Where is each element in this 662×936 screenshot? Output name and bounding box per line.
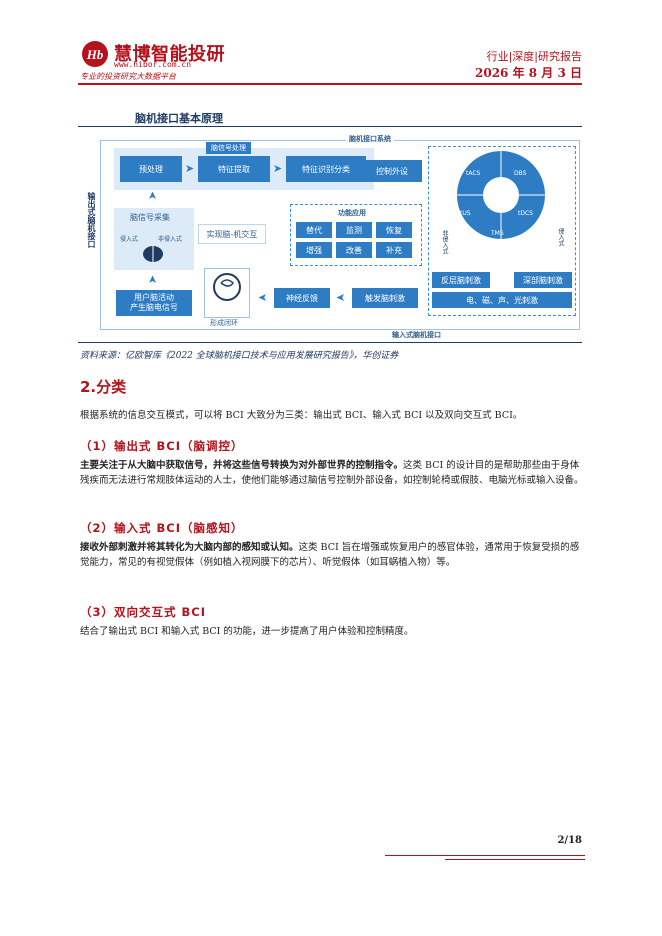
input-bci-label: 输入式脑机接口: [392, 331, 441, 339]
func-item: 恢复: [376, 222, 412, 238]
figure-source: 资料来源：亿欧智库《2022 全球脑机接口技术与应用发展研究报告》，华创证券: [80, 351, 399, 361]
stimulation-methods-wheel: [456, 150, 546, 240]
arrow-up-icon: ➤: [146, 190, 160, 201]
noninvasive-vertical-label: 非侵入式: [441, 230, 448, 254]
system-label: 脑机接口系统: [346, 134, 394, 144]
invasive-vertical-label: 侵入式: [557, 228, 564, 246]
arrow-right-icon: ➤: [273, 162, 283, 175]
neural-feedback-box: 神经反馈: [274, 288, 330, 308]
shallow-stimulation-box: 反层脑刺激: [432, 272, 490, 288]
preprocess-box: 预处理: [120, 156, 182, 182]
func-item: 监测: [336, 222, 372, 238]
footer-rule: [385, 855, 585, 856]
func-app-label: 功能应用: [338, 209, 366, 217]
header-divider: [78, 83, 582, 85]
signal-processing-label: 脑信号处理: [206, 142, 251, 154]
section-title: 2.分类: [80, 378, 127, 396]
logo-title: 慧博智能投研: [114, 44, 225, 65]
figure-top-rule: [78, 126, 582, 127]
feature-extract-box: 特征提取: [198, 156, 270, 182]
bci-principle-diagram: 输出式脑机接口 脑机接口系统 脑信号处理 预处理 ➤ 特征提取 ➤ 特征识别分类…: [86, 132, 580, 340]
feature-classify-box: 特征识别分类: [286, 156, 366, 182]
closed-loop-label: 形成闭环: [210, 319, 238, 327]
subsection-bidirectional-paragraph: 结合了输出式 BCI 和输入式 BCI 的功能，进一步提高了用户体验和控制精度。: [80, 626, 414, 637]
signal-collect-label: 脑信号采集: [130, 213, 170, 222]
subsection-output-title: （1）输出式 BCI（脑调控）: [80, 439, 244, 453]
control-device-box: 控制外设: [362, 160, 422, 182]
arrow-right-icon: ➤: [185, 162, 195, 175]
subsection-input-title: （2）输入式 BCI（脑感知）: [80, 521, 244, 535]
func-item: 增强: [296, 242, 332, 258]
paragraph-text: 这类 BCI 的设计目的是帮助那些由于身体残疾而无法进行常规肢体运动的人士，使他…: [80, 460, 584, 486]
intro-paragraph: 根据系统的信息交互模式，可以将 BCI 大致分为三类：输出式 BCI、输入式 B…: [80, 410, 523, 421]
closed-loop-panel: [204, 268, 250, 318]
subsection-bidirectional-title: （3）双向交互式 BCI: [80, 605, 206, 619]
bold-lead: 主要关注于从大脑中获取信号，并将这些信号转换为对外部世界的控制指令。: [80, 460, 404, 471]
hibor-logo-icon: Hb: [80, 40, 110, 68]
svg-text:Hb: Hb: [86, 47, 104, 62]
logo-slogan: 专业的投资研究大数据平台: [80, 72, 176, 81]
wheel-item: tDCS: [518, 210, 533, 217]
subsection-output-paragraph: 主要关注于从大脑中获取信号，并将这些信号转换为对外部世界的控制指令。这类 BCI…: [80, 458, 584, 488]
report-category: 行业|深度|研究报告: [486, 50, 582, 63]
figure-bottom-rule: [78, 342, 582, 343]
footer-rule: [445, 859, 585, 860]
input-bci-panel: [428, 146, 576, 316]
wheel-item: tACS: [466, 170, 481, 177]
figure-title: 脑机接口基本原理: [135, 112, 223, 125]
wheel-item: tUS: [460, 210, 471, 217]
deep-stimulation-box: 深部脑刺激: [514, 272, 572, 288]
bold-lead: 接收外部刺激并将其转化为大脑内部的感知或认知。: [80, 542, 299, 553]
user-activity-box: 用户脑活动 产生脑电信号: [116, 290, 192, 316]
arrow-left-icon: ➤: [258, 291, 268, 304]
logo-url[interactable]: www.hibor.com.cn: [114, 60, 192, 69]
physical-stimulation-box: 电、磁、声、光刺激: [432, 292, 572, 308]
stimulation-box: 触发脑刺激: [352, 288, 418, 308]
brain-interact-box: 实现脑-机交互: [198, 224, 266, 244]
func-item: 改善: [336, 242, 372, 258]
paragraph-text: 这类 BCI 旨在增强或恢复用户的感官体验，通常用于恢复受损的感觉能力，常见的有…: [80, 542, 580, 568]
noninvasive-label: 非侵入式: [158, 236, 183, 243]
page-number: 2/18: [557, 835, 582, 846]
subsection-input-paragraph: 接收外部刺激并将其转化为大脑内部的感知或认知。这类 BCI 旨在增强或恢复用户的…: [80, 540, 584, 570]
invasive-label: 侵入式: [120, 236, 139, 243]
func-app-panel: [290, 204, 422, 266]
wheel-item: TMS: [491, 230, 504, 237]
report-date: 2026 年 8 月 3 日: [475, 66, 582, 80]
brain-icon: [142, 244, 164, 264]
wheel-item: DBS: [514, 170, 527, 177]
arrow-up-icon: ➤: [146, 274, 160, 285]
output-bci-label: 输出式脑机接口: [87, 192, 96, 248]
func-item: 补充: [376, 242, 412, 258]
arrow-left-icon: ➤: [336, 291, 346, 304]
system-outline: [100, 140, 580, 330]
func-item: 替代: [296, 222, 332, 238]
